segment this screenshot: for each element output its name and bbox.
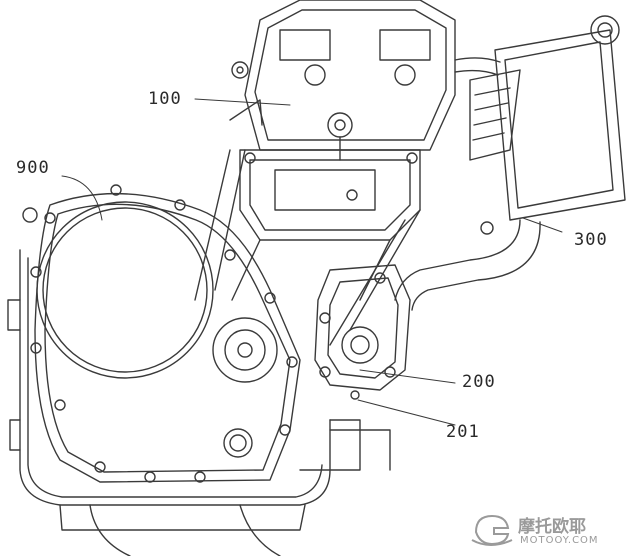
water-pump-200 [314,264,411,400]
watermark: 摩托欧耶 MOTOOY.COM [470,510,630,552]
cylinder-block-100 [229,0,456,161]
cylinder-head [194,149,421,346]
label-300: 300 [574,230,608,250]
label-100: 100 [148,89,182,109]
radiator-300 [454,15,626,235]
watermark-helmet-logo [471,514,513,546]
label-900: 900 [16,158,50,178]
cover-bolts [22,184,298,483]
coolant-hose [394,219,541,311]
label-200: 200 [462,372,496,392]
leader-lines [61,98,563,426]
watermark-url: MOTOOY.COM [520,535,599,546]
label-201: 201 [446,422,480,442]
watermark-brand: 摩托欧耶 [518,517,586,537]
side-cover-900 [34,192,301,483]
crankcase-body [7,249,391,556]
